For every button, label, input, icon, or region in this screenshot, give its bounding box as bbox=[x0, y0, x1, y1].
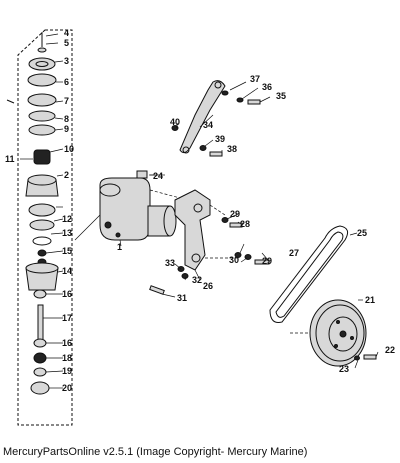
gasket-6 bbox=[27, 73, 57, 87]
bearing-15a bbox=[37, 249, 47, 257]
copyright-caption: MercuryPartsOnline v2.5.1 (Image Copyrig… bbox=[3, 446, 308, 458]
callout-label: 22 bbox=[385, 345, 395, 355]
adjusting-arm-34 bbox=[171, 80, 261, 157]
callout-label: 1 bbox=[117, 242, 122, 252]
callout-labels: 1 2 3 4 5 6 7 8 9 10 11 12 13 14 15 16 1… bbox=[5, 28, 395, 393]
seal-16b bbox=[33, 338, 47, 348]
callout-label: 33 bbox=[165, 258, 175, 268]
callout-label: 7 bbox=[64, 96, 69, 106]
washer-19 bbox=[33, 367, 47, 377]
left-column-parts bbox=[6, 32, 59, 395]
drive-belt-25 bbox=[269, 225, 358, 323]
callout-label: 26 bbox=[203, 281, 213, 291]
callout-label: 23 bbox=[339, 364, 349, 374]
alignment-lines bbox=[149, 189, 318, 334]
callout-label: 29 bbox=[230, 209, 240, 219]
callout-label: 25 bbox=[357, 228, 367, 238]
ring-12 bbox=[29, 219, 55, 231]
callout-label: 30 bbox=[229, 255, 239, 265]
pulley-21 bbox=[309, 299, 367, 367]
washer-5 bbox=[37, 47, 47, 53]
bracket-26 bbox=[174, 189, 211, 281]
callout-label: 36 bbox=[262, 82, 272, 92]
callout-label: 13 bbox=[62, 228, 72, 238]
callout-label: 2 bbox=[64, 170, 69, 180]
callout-label: 38 bbox=[227, 144, 237, 154]
callout-label: 35 bbox=[276, 91, 286, 101]
callout-label: 21 bbox=[365, 295, 375, 305]
nut-20 bbox=[30, 381, 50, 395]
pointer-mark bbox=[6, 99, 15, 104]
callout-label: 15 bbox=[62, 246, 72, 256]
callout-label: 17 bbox=[62, 313, 72, 323]
seal-16a bbox=[33, 289, 47, 299]
plate-7 bbox=[27, 93, 57, 107]
callout-label: 4 bbox=[64, 28, 69, 38]
ring-9 bbox=[28, 124, 56, 136]
gasket-8 bbox=[28, 110, 56, 122]
callout-leaders bbox=[20, 33, 379, 389]
callout-label: 5 bbox=[64, 38, 69, 48]
callout-label: 19 bbox=[62, 366, 72, 376]
callout-label: 10 bbox=[64, 144, 74, 154]
callout-label: 3 bbox=[64, 56, 69, 66]
callout-label: 9 bbox=[64, 124, 69, 134]
callout-label: 11 bbox=[5, 154, 15, 164]
callout-label: 8 bbox=[64, 114, 69, 124]
shaft-17 bbox=[37, 304, 44, 341]
impeller-10 bbox=[33, 149, 51, 165]
bearing-18 bbox=[33, 352, 47, 364]
callout-label: 29 bbox=[262, 256, 272, 266]
o-ring-13 bbox=[32, 236, 52, 246]
callout-label: 32 bbox=[192, 275, 202, 285]
callout-label: 40 bbox=[170, 117, 180, 127]
callout-label: 16 bbox=[62, 289, 72, 299]
callout-label: 39 bbox=[215, 134, 225, 144]
callout-label: 20 bbox=[62, 383, 72, 393]
bracket-fasteners bbox=[149, 217, 270, 295]
callout-label: 6 bbox=[64, 77, 69, 87]
callout-label: 16 bbox=[62, 338, 72, 348]
column-frame bbox=[17, 29, 73, 426]
callout-label: 12 bbox=[62, 214, 72, 224]
callout-label: 14 bbox=[62, 266, 72, 276]
callout-label: 34 bbox=[203, 120, 213, 130]
callout-label: 31 bbox=[177, 293, 187, 303]
pump-assembly-1 bbox=[74, 177, 177, 247]
callout-label: 24 bbox=[153, 171, 163, 181]
callout-label: 27 bbox=[289, 248, 299, 258]
callout-label: 28 bbox=[240, 219, 250, 229]
pulley-fasteners bbox=[354, 354, 377, 361]
cover-3 bbox=[28, 57, 56, 71]
callout-label: 37 bbox=[250, 74, 260, 84]
plate-9 bbox=[28, 203, 56, 217]
callout-label: 18 bbox=[62, 353, 72, 363]
